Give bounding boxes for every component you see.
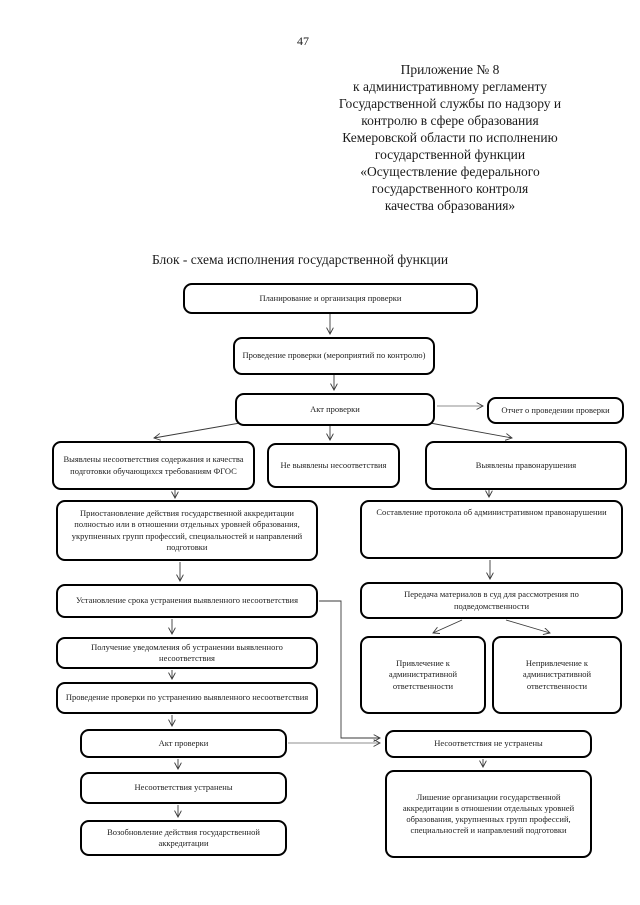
header-line: контролю в сфере образования [361, 113, 539, 128]
flow-node-notice: Получение уведомления об устранении выяв… [56, 637, 318, 669]
flow-node-no-nonconformity: Не выявлены несоответствия [267, 443, 400, 488]
flow-node-protocol: Составление протокола об административно… [360, 500, 623, 559]
flow-node-no-liability: Непривлечение к административной ответст… [492, 636, 622, 714]
connector-act1-found [154, 422, 241, 438]
document-header: Приложение № 8 к административному регла… [300, 61, 600, 214]
flow-node-inspection: Проведение проверки (мероприятий по конт… [233, 337, 435, 375]
flowchart-title: Блок - схема исполнения государственной … [151, 252, 449, 267]
header-line: государственного контроля [371, 181, 529, 196]
flow-node-fixed: Несоответствия устранены [80, 772, 287, 804]
page-number: 47 [297, 34, 309, 48]
connector-court-noliability [505, 619, 550, 633]
flow-node-found-nonconformity: Выявлены несоответствия содержания и кач… [52, 441, 255, 490]
flow-node-suspension: Приостановление действия государственной… [56, 500, 318, 561]
flow-node-resumption: Возобновление действия государственной а… [80, 820, 287, 856]
flow-node-planning: Планирование и организация проверки [183, 283, 478, 314]
header-line: Государственной службы по надзору и [338, 96, 562, 111]
header-line: к административному регламенту [353, 79, 547, 94]
flow-node-revocation: Лишение организации государственной аккр… [385, 770, 592, 858]
flow-node-deadline: Установление срока устранения выявленног… [56, 584, 318, 618]
flow-node-not-fixed: Несоответствия не устранены [385, 730, 592, 758]
connector-court-liability [433, 619, 463, 633]
header-line: государственной функции [374, 147, 526, 162]
connector-act1-violations [429, 422, 512, 438]
flow-node-report: Отчет о проведении проверки [487, 397, 624, 424]
flow-node-act-2: Акт проверки [80, 729, 287, 758]
flow-node-violations: Выявлены правонарушения [425, 441, 627, 490]
flow-node-court: Передача материалов в суд для рассмотрен… [360, 582, 623, 619]
flow-node-act-1: Акт проверки [235, 393, 435, 426]
header-line: «Осуществление федерального [360, 164, 540, 179]
header-line: качества образования» [384, 198, 516, 213]
header-line: Приложение № 8 [400, 62, 500, 77]
flow-node-recheck: Проведение проверки по устранению выявле… [56, 682, 318, 714]
header-line: Кемеровской области по исполнению [342, 130, 558, 145]
flow-node-liability: Привлечение к административной ответстве… [360, 636, 486, 714]
